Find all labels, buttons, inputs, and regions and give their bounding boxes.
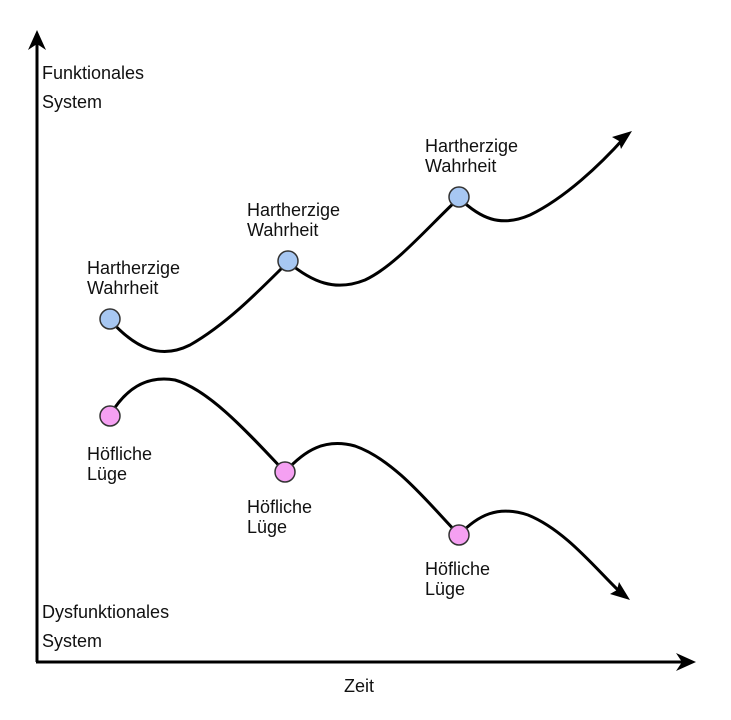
lower-curve-arrowhead	[610, 582, 630, 600]
y-axis-bottom-label-line1: Dysfunktionales	[42, 602, 169, 622]
y-axis-arrowhead	[28, 30, 46, 50]
x-axis-arrowhead	[676, 653, 696, 671]
upper-curve-arrowhead	[612, 131, 632, 149]
y-axis-top-label-line2: System	[42, 92, 102, 112]
upper-point-1-label-line2: Wahrheit	[87, 278, 158, 298]
upper-point-3-label-line1: Hartherzige	[425, 136, 518, 156]
upper-marker-2	[277, 250, 299, 272]
lower-point-1-label-line2: Lüge	[87, 464, 127, 484]
upper-point-2-label-line2: Wahrheit	[247, 220, 318, 240]
lower-point-1-label-line1: Höfliche	[87, 444, 152, 464]
upper-curve	[108, 135, 627, 354]
lower-marker-3	[448, 524, 470, 546]
lower-point-2-label-line1: Höfliche	[247, 497, 312, 517]
upper-marker-3	[448, 186, 470, 208]
lower-point-3-label-line2: Lüge	[425, 579, 465, 599]
lower-marker-2	[274, 461, 296, 483]
y-axis-bottom-label-line2: System	[42, 631, 102, 651]
lower-marker-1	[99, 405, 121, 427]
upper-point-1-label-line1: Hartherzige	[87, 258, 180, 278]
upper-marker-1	[99, 308, 121, 330]
y-axis-top-label-line1: Funktionales	[42, 63, 144, 83]
lower-point-2-label-line2: Lüge	[247, 517, 287, 537]
x-axis-label: Zeit	[344, 676, 374, 696]
lower-point-3-label-line1: Höfliche	[425, 559, 490, 579]
lower-curve	[108, 377, 622, 594]
upper-point-2-label-line1: Hartherzige	[247, 200, 340, 220]
upper-point-3-label-line2: Wahrheit	[425, 156, 496, 176]
